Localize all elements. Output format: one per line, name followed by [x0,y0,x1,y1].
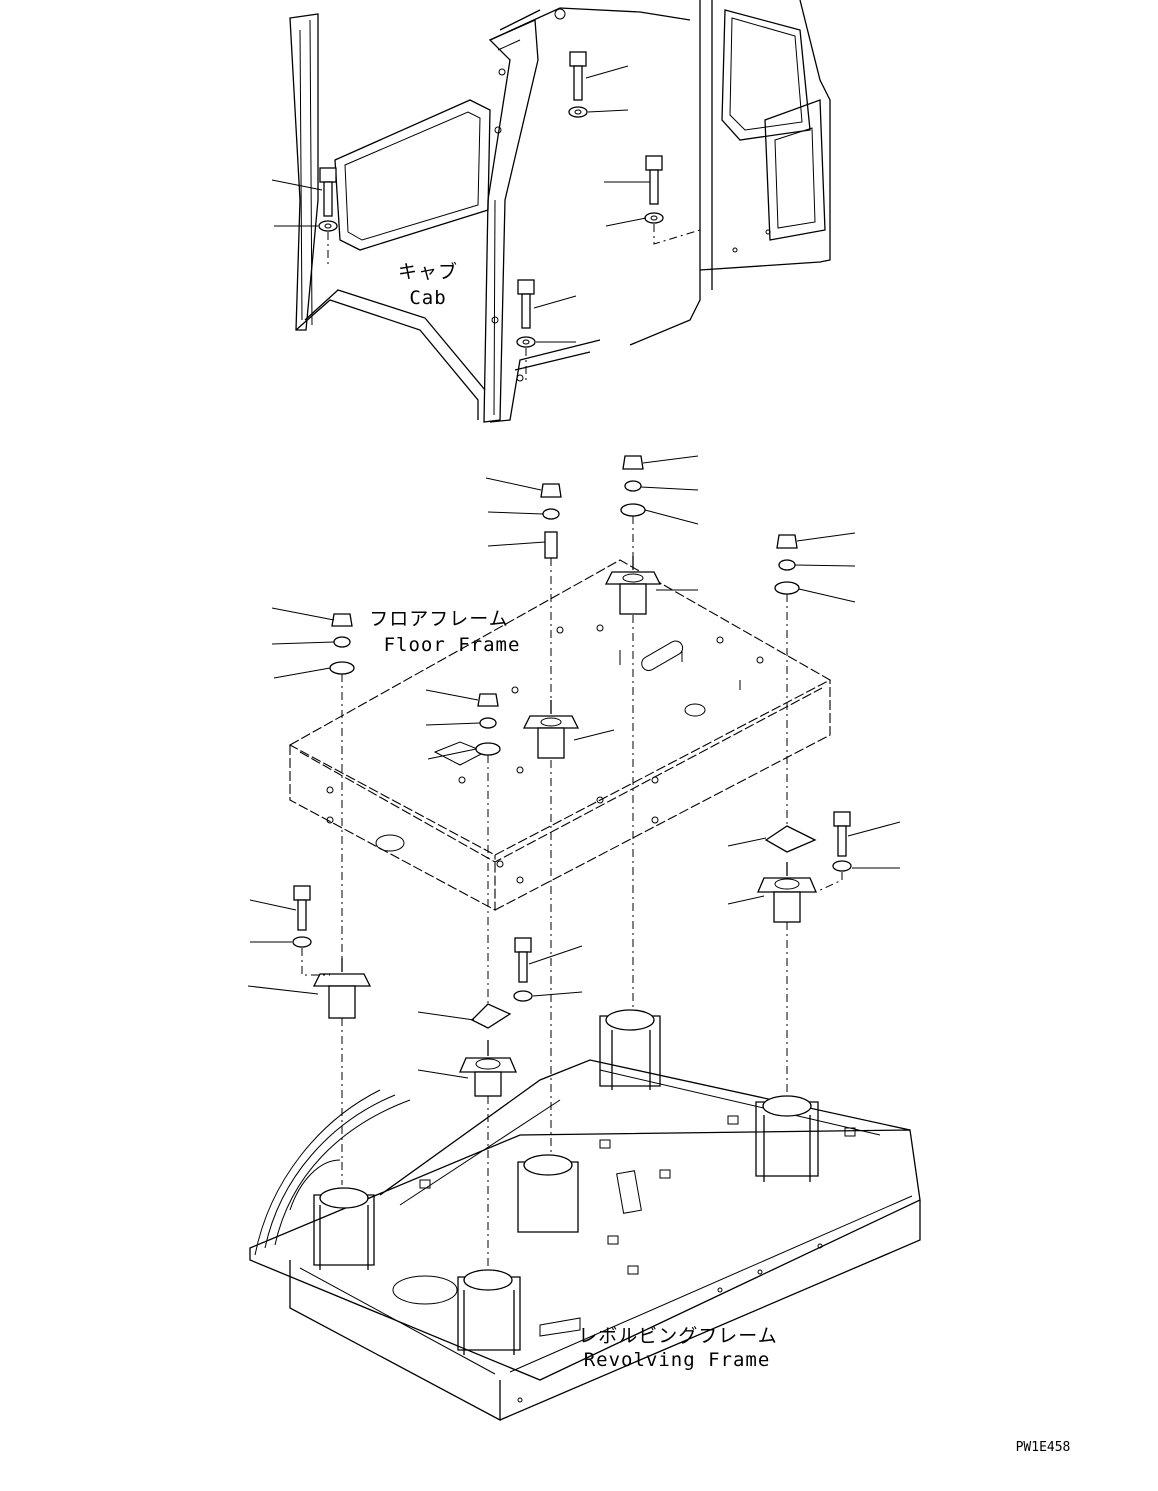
cab-label-jp: キャブ [398,260,458,283]
revolving-frame-label-jp: レボルビングフレーム [578,1325,777,1347]
cab-mount-bolts [271,51,701,380]
floor-frame-label-en: Floor Frame [384,634,521,656]
cab-drawing [289,0,831,423]
figure-code: PW1E458 [1016,1440,1071,1455]
revolving-frame-label-en: Revolving Frame [584,1349,771,1371]
floor-frame-drawing [288,559,832,911]
lower-mounts [247,811,901,1275]
cab-label-en: Cab [409,287,446,309]
revolving-frame-drawing [249,1009,921,1422]
floor-mount-hardware [271,455,856,1160]
floor-frame-label-jp: フロアフレーム [369,608,508,630]
floor-frame-mounts [522,556,698,759]
